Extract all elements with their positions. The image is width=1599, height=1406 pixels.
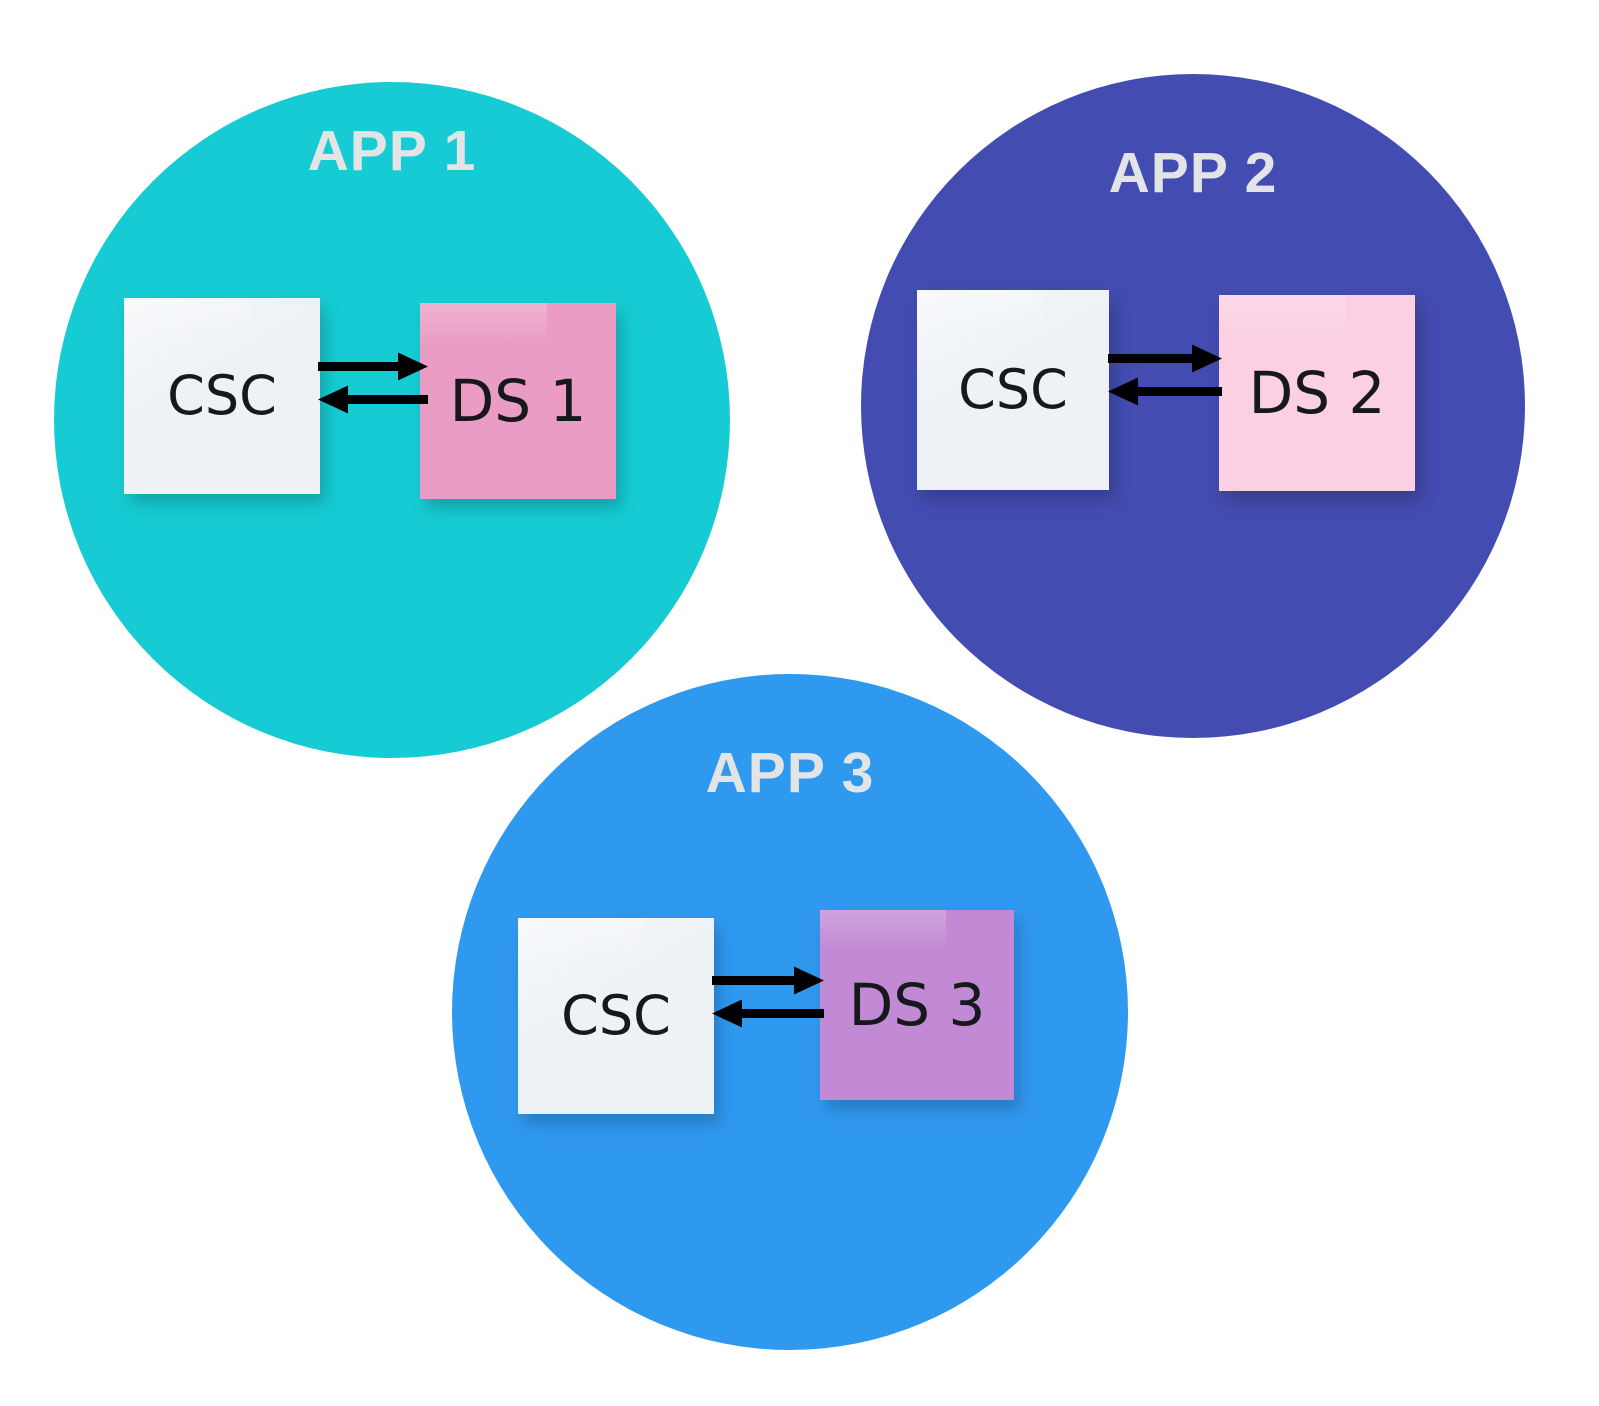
datastore-card-app1[interactable]: DS 1 (420, 303, 616, 499)
app-title-1: APP 1 (307, 119, 477, 183)
csc-card-app3[interactable]: CSC (518, 918, 714, 1114)
csc-card-app1[interactable]: CSC (124, 298, 320, 494)
csc-card-label: CSC (958, 358, 1068, 421)
datastore-card-label: DS 3 (848, 971, 986, 1039)
datastore-card-label: DS 1 (449, 367, 587, 435)
datastore-card-app3[interactable]: DS 3 (820, 910, 1014, 1100)
csc-card-label: CSC (167, 364, 277, 427)
csc-card-app2[interactable]: CSC (917, 290, 1109, 490)
bidirectional-arrow-app3 (712, 962, 824, 1032)
bidirectional-arrow-app2 (1108, 340, 1222, 410)
bidirectional-arrow-app1 (318, 348, 428, 418)
app-title-2: APP 2 (1108, 141, 1278, 205)
datastore-card-app2[interactable]: DS 2 (1219, 295, 1415, 491)
datastore-card-label: DS 2 (1248, 359, 1386, 427)
csc-card-label: CSC (561, 984, 671, 1047)
app-title-3: APP 3 (705, 741, 875, 805)
